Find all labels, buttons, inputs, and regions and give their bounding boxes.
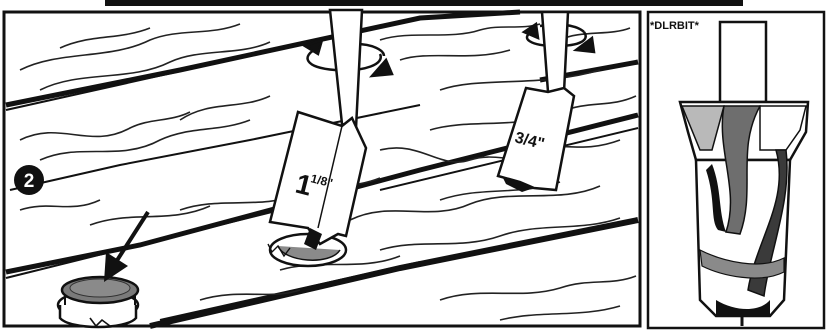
spade-bit-small: 3/4" bbox=[496, 10, 576, 192]
inset-panel: *DLRBIT* bbox=[646, 10, 826, 330]
plug-with-arrow bbox=[56, 210, 150, 329]
top-bar bbox=[105, 0, 743, 6]
wood-grain bbox=[19, 23, 637, 321]
bit-small-label: 3/4" bbox=[513, 129, 546, 153]
step-number: 2 bbox=[24, 171, 35, 192]
rotation-arrow-large bbox=[302, 38, 394, 78]
spade-bit-large: 1 1/8" bbox=[267, 8, 368, 268]
step-badge: 2 bbox=[14, 165, 44, 195]
bit-large-label-fraction: 1/8" bbox=[309, 171, 334, 190]
bit-large-label-main: 1 bbox=[293, 168, 316, 202]
main-panel: 2 bbox=[2, 8, 642, 329]
inset-title: *DLRBIT* bbox=[650, 20, 700, 32]
